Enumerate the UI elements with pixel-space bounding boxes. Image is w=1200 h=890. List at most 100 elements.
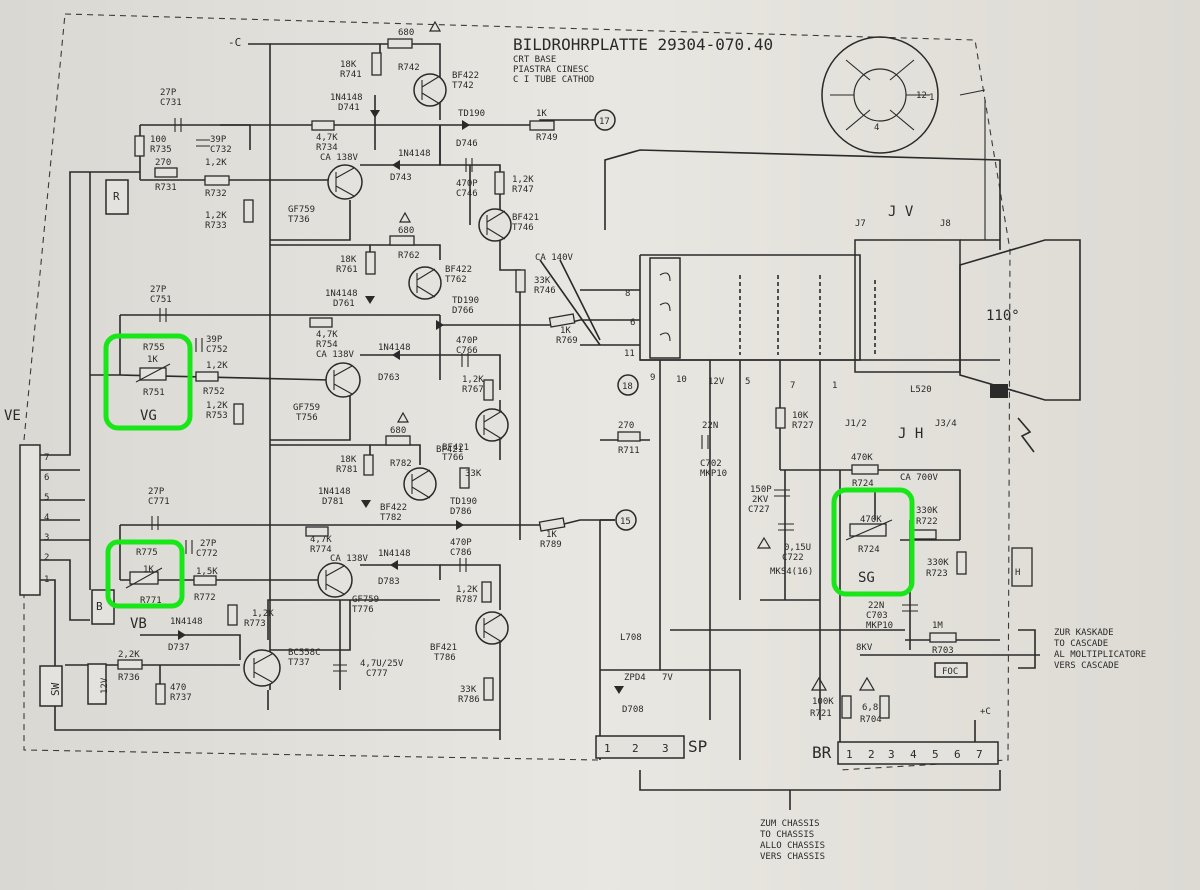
- svg-text:MKP10: MKP10: [866, 621, 893, 631]
- svg-text:ZUM CHASSIS: ZUM CHASSIS: [760, 819, 820, 829]
- svg-text:C727: C727: [748, 505, 770, 515]
- svg-text:27P: 27P: [148, 487, 165, 497]
- svg-text:BF421: BF421: [442, 443, 469, 453]
- svg-text:18: 18: [622, 382, 633, 392]
- svg-text:1K: 1K: [536, 109, 547, 119]
- svg-text:6: 6: [954, 748, 961, 761]
- resistor-r749: [529, 120, 555, 131]
- svg-text:150P: 150P: [750, 485, 772, 495]
- green-channel: 680 R762 18K R761 BF422 T762 1N4148 D761…: [135, 211, 639, 463]
- capacitor-c777: [333, 664, 347, 672]
- svg-text:C702: C702: [700, 459, 722, 469]
- resistor-r724a: [851, 464, 879, 475]
- svg-text:R727: R727: [792, 421, 814, 431]
- capacitor-c751: [159, 308, 167, 322]
- resistor-r737: [155, 683, 166, 705]
- warning-icon: [756, 536, 772, 549]
- resistor-r786: [483, 677, 494, 701]
- high-voltage-icon: [1017, 417, 1035, 453]
- svg-text:R741: R741: [340, 70, 362, 80]
- svg-text:1: 1: [846, 748, 853, 761]
- right-components: 270 R711 22N C702 MKP10 10K R727 150P 2K…: [614, 407, 991, 725]
- svg-text:R731: R731: [155, 183, 177, 193]
- highlight-sg[interactable]: SG: [831, 487, 915, 597]
- sg-label: SG: [858, 570, 875, 586]
- svg-text:R774: R774: [310, 545, 332, 555]
- svg-text:R752: R752: [203, 387, 225, 397]
- resistor-r787: [481, 581, 492, 603]
- capacitor-c727: [774, 489, 790, 497]
- svg-text:C722: C722: [782, 553, 804, 563]
- svg-text:1,2K: 1,2K: [252, 609, 274, 619]
- svg-text:4: 4: [874, 123, 879, 133]
- transistor-t782: [403, 467, 437, 501]
- svg-text:1N4148: 1N4148: [398, 149, 431, 159]
- diode-d746: [462, 120, 470, 130]
- capacitor-c732: [196, 139, 210, 147]
- highlight-vb[interactable]: VB: [105, 539, 185, 632]
- svg-text:R775: R775: [136, 548, 158, 558]
- svg-text:1,2K: 1,2K: [205, 158, 227, 168]
- svg-text:6: 6: [44, 473, 49, 483]
- svg-text:+C: +C: [980, 707, 991, 717]
- svg-text:9: 9: [650, 373, 655, 383]
- svg-text:D783: D783: [378, 577, 400, 587]
- capacitor-c752: [195, 338, 203, 352]
- svg-text:680: 680: [398, 28, 414, 38]
- tube-section: 12 1 4 110° J V J7 J8 L520 J1/2 J3/4 J H…: [624, 36, 1081, 587]
- resistor-r772: [193, 575, 217, 586]
- svg-text:R755: R755: [143, 343, 165, 353]
- svg-text:J7: J7: [855, 219, 866, 229]
- capacitor-c703: [902, 604, 918, 612]
- resistor-r746: [515, 269, 526, 293]
- highlight-vg[interactable]: VG: [103, 333, 193, 431]
- svg-text:1K: 1K: [560, 326, 571, 336]
- svg-text:4: 4: [44, 513, 49, 523]
- resistor-r741: [371, 52, 382, 76]
- svg-text:CRT BASE: CRT BASE: [513, 55, 556, 65]
- svg-text:7: 7: [44, 453, 49, 463]
- resistor-r752: [195, 371, 219, 382]
- svg-text:3: 3: [44, 533, 49, 543]
- svg-text:C I TUBE CATHOD: C I TUBE CATHOD: [513, 75, 594, 85]
- svg-text:R735: R735: [150, 145, 172, 155]
- svg-text:470: 470: [170, 683, 186, 693]
- svg-text:C772: C772: [196, 549, 218, 559]
- resistor-r727: [775, 407, 786, 429]
- svg-text:BF422: BF422: [452, 71, 479, 81]
- sp-connector: 1 2 3 SP: [595, 735, 707, 759]
- resistor-r753: [233, 403, 244, 425]
- transistor-t762: [408, 266, 442, 300]
- svg-text:100: 100: [150, 135, 166, 145]
- svg-text:27P: 27P: [200, 539, 217, 549]
- svg-text:PIASTRA CINESC: PIASTRA CINESC: [513, 65, 589, 75]
- svg-text:R749: R749: [536, 133, 558, 143]
- svg-text:18K: 18K: [340, 255, 357, 265]
- cascade-note: ZUR KASKADE TO CASCADE AL MOLTIPLICATORE…: [1054, 628, 1146, 671]
- connector-box-sw: [39, 665, 63, 707]
- svg-text:4: 4: [910, 748, 917, 761]
- resistor-r742: [387, 38, 413, 49]
- svg-text:18K: 18K: [340, 455, 357, 465]
- svg-text:39P: 39P: [210, 135, 227, 145]
- svg-text:R703: R703: [932, 646, 954, 656]
- title-block: BILDROHRPLATTE 29304-070.40 CRT BASE PIA…: [513, 35, 773, 85]
- svg-text:5: 5: [745, 377, 750, 387]
- svg-text:GF759: GF759: [288, 205, 315, 215]
- svg-text:470P: 470P: [450, 538, 472, 548]
- diode-d763: [392, 350, 400, 360]
- svg-text:T756: T756: [296, 413, 318, 423]
- svg-text:B: B: [96, 600, 103, 613]
- svg-text:1: 1: [604, 742, 611, 755]
- resistor-r722: [911, 529, 937, 540]
- capacitor-c772: [185, 540, 193, 554]
- board-title: BILDROHRPLATTE 29304-070.40: [513, 35, 773, 54]
- svg-text:T776: T776: [352, 605, 374, 615]
- ve-connector: VE 7 6 5 4 3 2 1: [4, 408, 49, 596]
- svg-text:T766: T766: [442, 453, 464, 463]
- svg-text:1,2K: 1,2K: [456, 585, 478, 595]
- capacitor-c731: [174, 118, 182, 132]
- svg-text:27P: 27P: [150, 285, 167, 295]
- resistor-r781: [363, 454, 374, 476]
- svg-text:T762: T762: [445, 275, 467, 285]
